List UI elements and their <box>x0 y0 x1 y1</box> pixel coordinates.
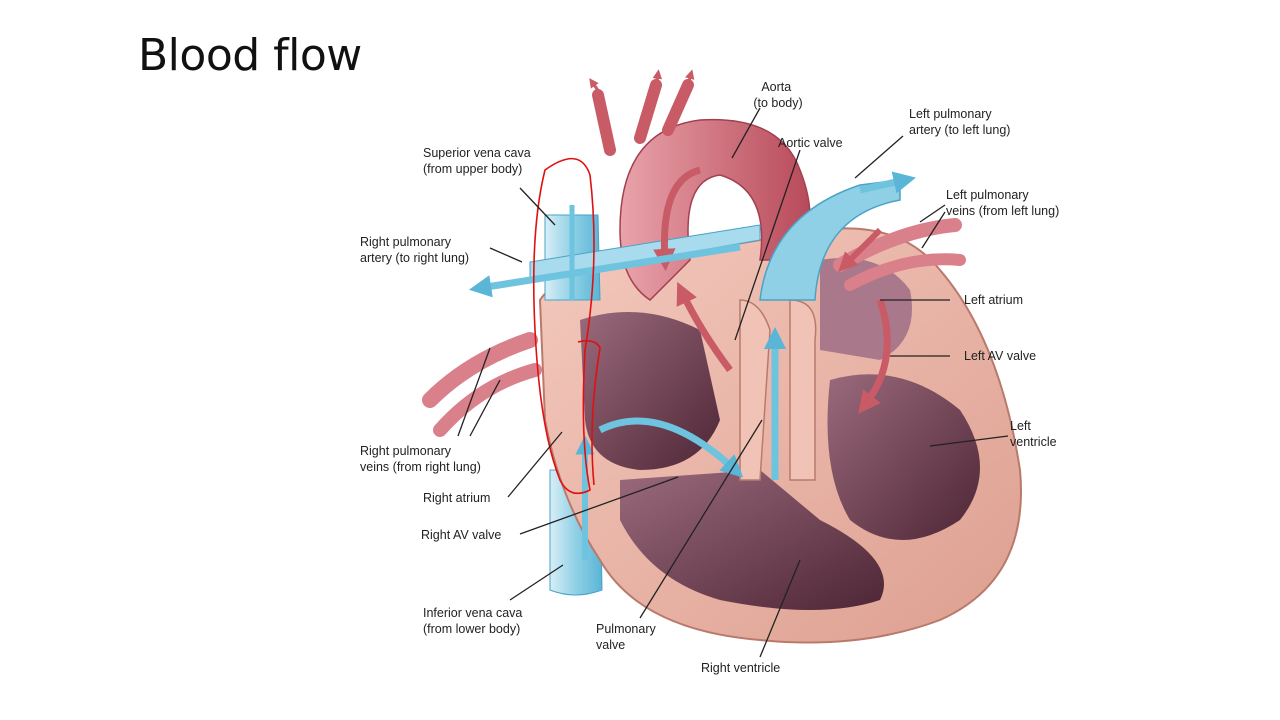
deoxygenated-flow-arrows <box>468 171 916 560</box>
label-pulmonary-valve: Pulmonary valve <box>596 622 659 652</box>
label-inferior-vena-cava: Inferior vena cava (from lower body) <box>423 606 526 636</box>
right-ventricle-chamber <box>620 470 884 610</box>
label-right-pulmonary-artery: Right pulmonary artery (to right lung) <box>360 235 469 265</box>
leader-lines <box>457 107 1009 658</box>
left-ventricle-chamber <box>827 374 980 540</box>
label-right-pulmonary-veins: Right pulmonary veins (from right lung) <box>360 444 481 474</box>
label-left-pulmonary-veins: Left pulmonary veins (from left lung) <box>946 188 1059 218</box>
label-superior-vena-cava: Superior vena cava (from upper body) <box>423 146 534 176</box>
label-left-av-valve: Left AV valve <box>964 349 1036 363</box>
slide-title: Blood flow <box>138 30 362 81</box>
hand-drawn-annotation <box>532 157 601 495</box>
aorta-branches <box>592 79 694 156</box>
label-left-pulmonary-artery: Left pulmonary artery (to left lung) <box>909 107 1010 137</box>
label-aorta: Aorta (to body) <box>753 80 802 110</box>
right-pulmonary-veins-vessels <box>422 332 542 437</box>
oxygenated-flow-arrows <box>589 69 891 414</box>
label-left-atrium: Left atrium <box>964 293 1023 307</box>
label-right-av-valve: Right AV valve <box>421 528 501 542</box>
label-aortic-valve: Aortic valve <box>778 136 843 150</box>
label-left-ventricle: Left ventricle <box>1010 419 1057 449</box>
right-atrium-chamber <box>580 312 720 470</box>
label-right-atrium: Right atrium <box>423 491 490 505</box>
label-right-ventricle: Right ventricle <box>701 661 780 675</box>
